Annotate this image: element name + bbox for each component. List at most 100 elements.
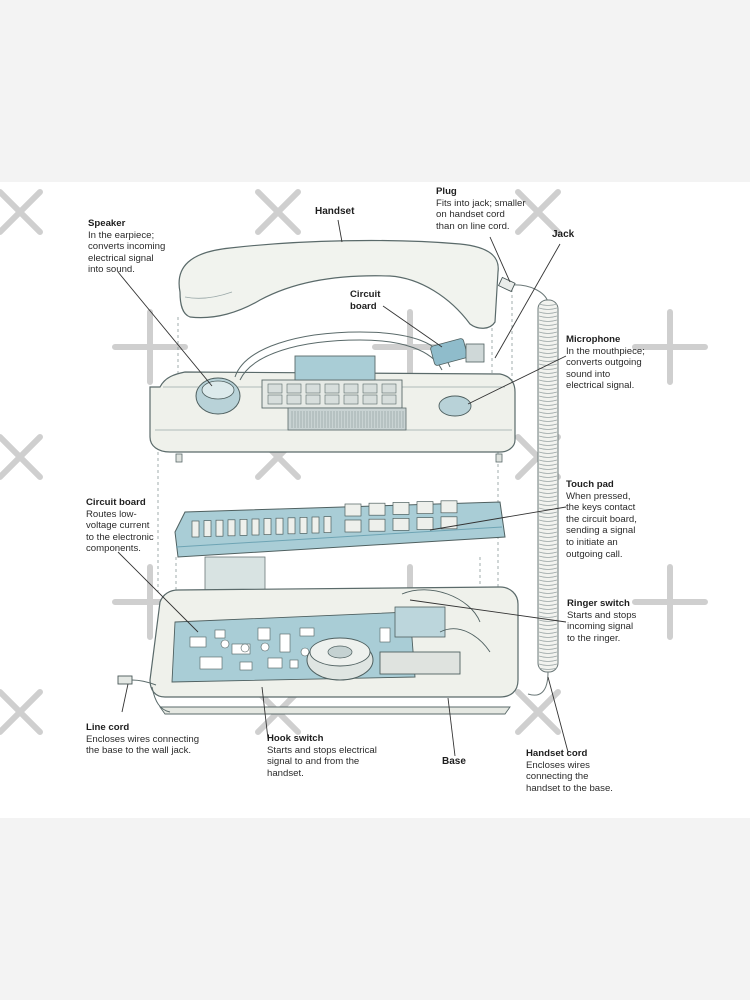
coil-turn xyxy=(538,415,558,418)
touch-key xyxy=(392,518,410,531)
coil-turn xyxy=(538,399,558,402)
label-circuit-board-top: Circuit board xyxy=(350,289,380,312)
bottom-background-band xyxy=(0,818,750,1000)
speaker-name: Speaker xyxy=(88,218,126,229)
coil-turn xyxy=(538,639,558,642)
hook-switch-description: Starts and stops electrical signal to an… xyxy=(267,744,377,779)
coil-turn xyxy=(538,375,558,378)
coil-turn xyxy=(538,455,558,458)
upper-key xyxy=(343,394,359,405)
coil-turn xyxy=(538,655,558,658)
coil-turn xyxy=(538,359,558,362)
coil-turn xyxy=(538,547,558,550)
upper-key xyxy=(362,383,378,394)
upper-housing xyxy=(149,331,516,463)
coil-turn xyxy=(538,363,558,366)
coil-turn xyxy=(538,611,558,614)
coil-turn xyxy=(538,539,558,542)
coil-turn xyxy=(538,483,558,486)
label-handset: Handset xyxy=(315,206,355,217)
label-circuit-board-left: Circuit board Routes low- voltage curren… xyxy=(86,497,154,555)
coil-turn xyxy=(538,383,558,386)
label-microphone: Microphone In the mouthpiece; converts o… xyxy=(566,334,645,392)
coil-turn xyxy=(538,471,558,474)
upper-key xyxy=(381,394,397,405)
coil-turn xyxy=(538,311,558,314)
label-speaker: Speaker In the earpiece; converts incomi… xyxy=(88,218,165,276)
pcb-component xyxy=(267,657,283,669)
touch-key xyxy=(440,500,458,514)
coil-turn xyxy=(538,659,558,662)
coil-turn xyxy=(538,615,558,618)
coil-turn xyxy=(538,487,558,490)
coil-turn xyxy=(538,607,558,610)
coil-turn xyxy=(538,315,558,318)
coil-turn xyxy=(538,459,558,462)
upper-key xyxy=(324,383,340,394)
coil-turn xyxy=(538,391,558,394)
coil-turn xyxy=(538,579,558,582)
pcb-capacitor xyxy=(240,643,250,653)
top-background-band xyxy=(0,0,750,182)
coil-turn xyxy=(538,323,558,326)
microphone-description: In the mouthpiece; converts outgoing sou… xyxy=(566,345,645,392)
speaker-description: In the earpiece; converts incoming elect… xyxy=(88,229,166,276)
coil-turn xyxy=(538,591,558,594)
handset-shell xyxy=(178,239,499,329)
coil-turn xyxy=(538,423,558,426)
upper-key xyxy=(286,383,302,394)
coil-turn xyxy=(538,387,558,390)
coil-turn xyxy=(538,651,558,654)
upper-key xyxy=(286,394,302,405)
pcb-component xyxy=(239,661,253,671)
coil-turn xyxy=(538,603,558,606)
coil-turn xyxy=(538,635,558,638)
upper-key xyxy=(267,394,283,405)
coil-turn xyxy=(538,335,558,338)
coil-turn xyxy=(538,623,558,626)
pad-key xyxy=(215,519,224,537)
leader-lines xyxy=(117,219,569,757)
coil-turn xyxy=(538,587,558,590)
pad-key xyxy=(323,516,332,533)
lower-base xyxy=(149,586,519,715)
coil-turn xyxy=(538,403,558,406)
diagram-panel: Speaker In the earpiece; converts incomi… xyxy=(0,182,750,818)
coil-turn xyxy=(538,499,558,502)
upper-key xyxy=(381,383,397,394)
label-ringer-switch: Ringer switch Starts and stops incoming … xyxy=(567,598,636,644)
touch-key xyxy=(392,502,410,515)
upper-key xyxy=(305,383,321,394)
label-touch-pad: Touch pad When pressed, the keys contact… xyxy=(566,479,637,560)
coil-turn xyxy=(538,563,558,566)
touch-key xyxy=(344,503,362,517)
pcb-component xyxy=(199,656,223,670)
line-cord-name: Line cord xyxy=(86,722,130,733)
touch-pad-name: Touch pad xyxy=(566,479,614,490)
coil-turn xyxy=(538,439,558,442)
coil-turn xyxy=(538,447,558,450)
coil-turn xyxy=(538,495,558,498)
coil-turn xyxy=(538,355,558,358)
coil-turn xyxy=(538,451,558,454)
touch-key xyxy=(416,517,434,530)
coil-turn xyxy=(538,463,558,466)
pad-key xyxy=(263,518,272,535)
coil-turn xyxy=(538,523,558,526)
coil-turn xyxy=(538,431,558,434)
circuit-board-left-name: Circuit board xyxy=(86,497,146,508)
coil-turn xyxy=(538,443,558,446)
pcb-component xyxy=(257,627,271,641)
pcb-component xyxy=(379,627,391,643)
upper-key xyxy=(343,383,359,394)
coil-turn xyxy=(538,379,558,382)
plug-name: Plug xyxy=(436,186,457,197)
coil-turn xyxy=(538,419,558,422)
upper-key xyxy=(324,394,340,405)
coil-turn xyxy=(538,571,558,574)
coil-turn xyxy=(538,551,558,554)
coil-turn xyxy=(538,519,558,522)
pcb-component xyxy=(214,629,226,639)
pcb-component xyxy=(189,636,207,648)
coil-turn xyxy=(538,583,558,586)
